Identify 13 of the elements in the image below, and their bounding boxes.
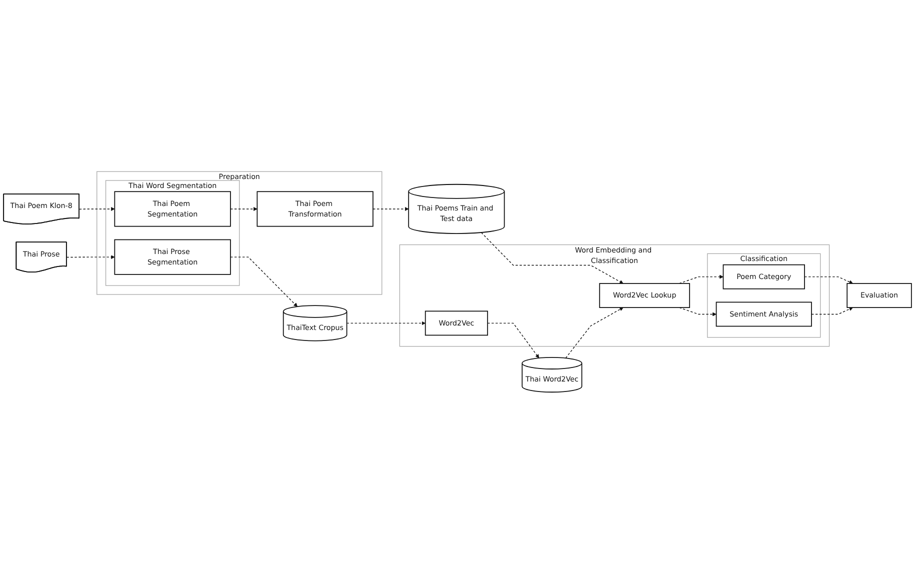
- arrow: [811, 307, 854, 315]
- arrow: [346, 321, 426, 326]
- arrow: [804, 276, 854, 284]
- arrow: [66, 255, 115, 260]
- arrow: [678, 307, 716, 316]
- arrow: [678, 275, 724, 284]
- arrow: [480, 232, 624, 284]
- arrow: [487, 322, 540, 358]
- arrow: [565, 308, 624, 359]
- arrow: [372, 207, 409, 212]
- arrow: [230, 207, 258, 212]
- arrow: [230, 256, 298, 307]
- arrow: [78, 207, 115, 212]
